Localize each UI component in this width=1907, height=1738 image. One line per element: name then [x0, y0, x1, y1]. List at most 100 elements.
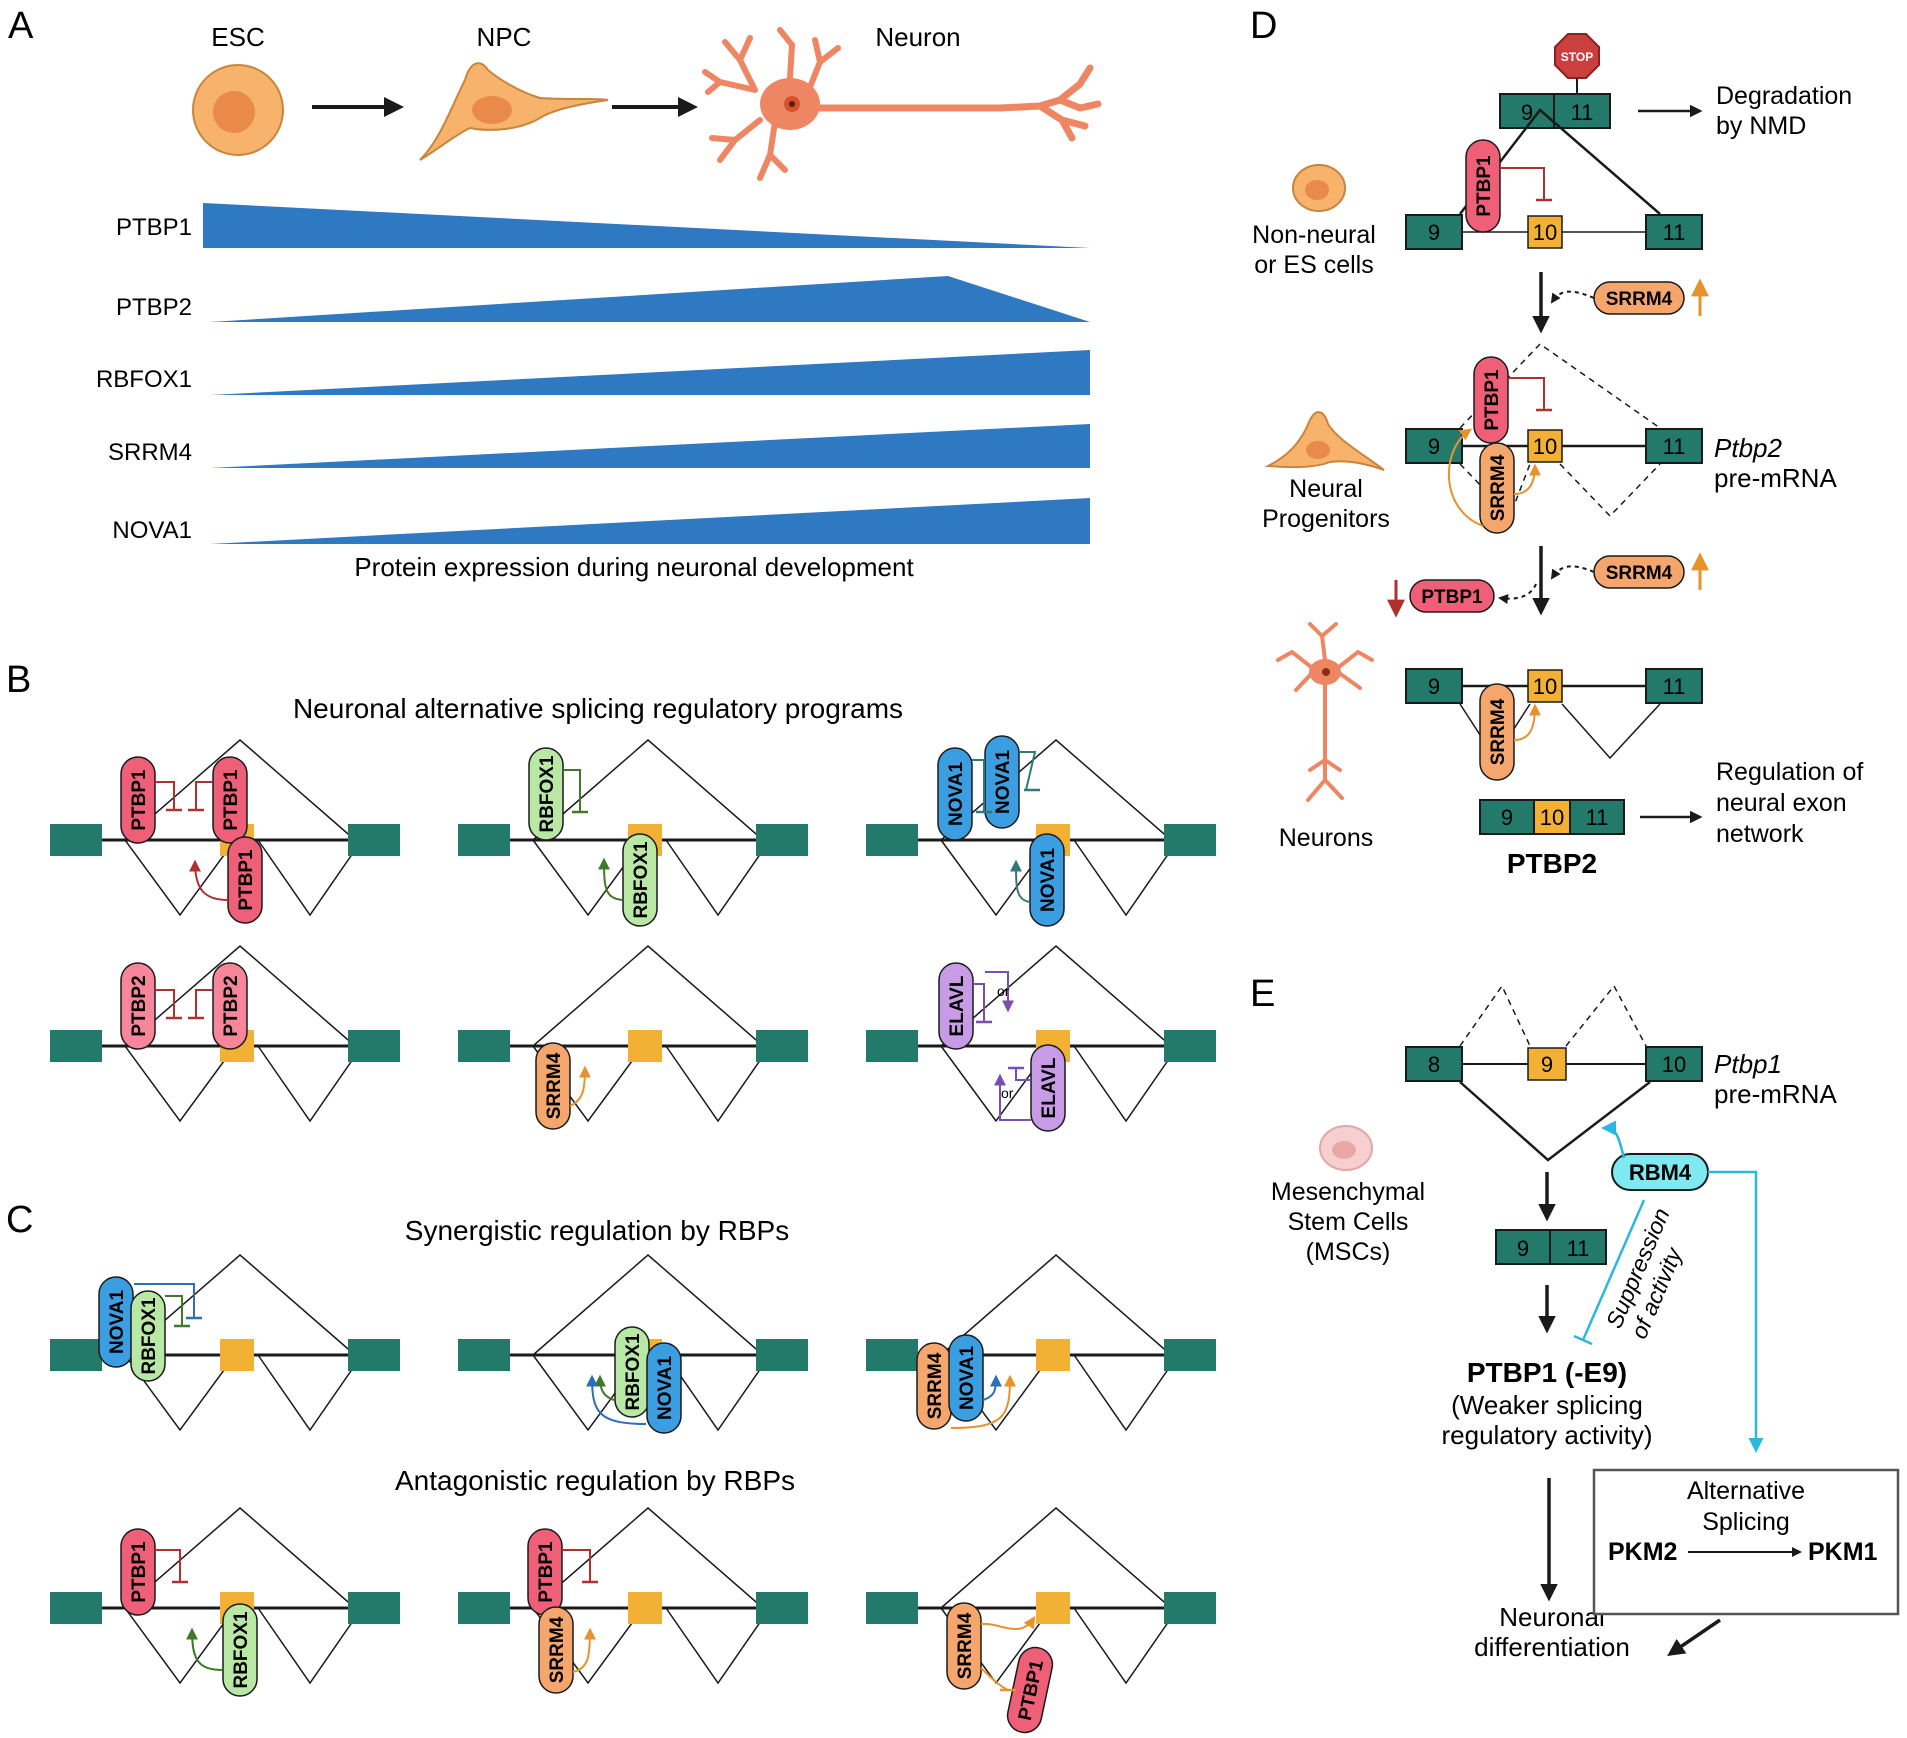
e-exon-9 — [1527, 1047, 1567, 1081]
ptbp1-e9-skipped-exon-11 — [1549, 1229, 1607, 1265]
c3-nova1: NOVA1 — [948, 1334, 984, 1422]
d-row-neurons-exon-10-label: 10 — [1533, 674, 1557, 699]
d2-inhib-line — [1508, 377, 1545, 410]
b1-ptbp1-program-exon-upstream — [50, 824, 102, 856]
d3-act — [1513, 703, 1541, 741]
d3-srrm4-shape — [1479, 683, 1515, 781]
c2-nova1-shape — [646, 1342, 682, 1434]
non-neural-cell-icon — [1292, 164, 1346, 212]
c6-srrm4-ptbp1-antagonism-inclusion-top — [940, 1507, 1172, 1609]
b3-inhib-b — [1019, 751, 1040, 792]
c6-inhib — [980, 1667, 1016, 1692]
b5-srrm4-program — [458, 945, 808, 1123]
b2-inhib-line — [563, 769, 581, 812]
c3-srrm4-nova1-synergy — [866, 1254, 1216, 1432]
b3-inhib-b-line — [1019, 751, 1037, 791]
d2-srrm4-label: SRRM4 — [1488, 454, 1509, 521]
b3-nova1-a: NOVA1 — [937, 747, 973, 841]
b3-nova1-program-exon-upstream — [866, 824, 918, 856]
nmd-exon-9-label: 9 — [1521, 100, 1533, 125]
c5-ptbp1-srrm4-antagonism-alternative-exon — [628, 1592, 662, 1624]
b4-ptbp2-program-junction-left — [124, 1045, 236, 1123]
b6-elavl-program-exon-downstream — [1164, 1030, 1216, 1062]
c1-nova1: NOVA1 — [98, 1276, 134, 1368]
panel-b: B Neuronal alternative splicing regulato… — [6, 659, 1216, 1132]
c4-ptbp1-rbfox1-antagonism-junction-right — [257, 1607, 363, 1685]
b2-rbfox1-program-junction-right — [665, 839, 771, 917]
panel-a: A ESC NPC Neuron PTBP1PTBP2RBFOX1SRRM4NO… — [8, 5, 1102, 582]
c4-ptbp1-rbfox1-antagonism — [50, 1507, 400, 1685]
d-row-progenitors-exon-10 — [1527, 429, 1563, 463]
d2-act-ptbp1 — [1448, 428, 1484, 527]
d1-inhib — [1500, 167, 1552, 202]
c4-ptbp1-rbfox1-antagonism-exon-downstream — [348, 1592, 400, 1624]
d-row-non-neural-exon-11-label: 11 — [1663, 220, 1686, 245]
c6-srrm4-ptbp1-antagonism — [866, 1507, 1216, 1685]
b4-ptbp2-upstream: PTBP2 — [120, 962, 156, 1050]
c6-ptbp1-shape — [1006, 1646, 1054, 1734]
cell-label-npc: NPC — [477, 22, 532, 52]
b6-inhib-b-line — [1015, 1068, 1031, 1081]
pkm1-label: PKM1 — [1808, 1538, 1878, 1566]
panel-c-letter: C — [6, 1199, 33, 1241]
c6-srrm4: SRRM4 — [946, 1602, 982, 1690]
c2-rbfox1-label: RBFOX1 — [623, 1333, 644, 1411]
b3-nova1-c-label: NOVA1 — [1038, 848, 1059, 912]
c6-srrm4-ptbp1-antagonism-alternative-exon — [1036, 1592, 1070, 1624]
d-row-neurons-exon-11 — [1645, 668, 1703, 704]
d-row-progenitors-left-junction — [1459, 463, 1531, 518]
neuron-cell-icon — [702, 27, 1102, 181]
d-row-progenitors-right-junction — [1559, 463, 1661, 518]
c4-rbfox1-shape — [222, 1603, 258, 1697]
c1-inhib-rbfox — [165, 1295, 190, 1328]
c6-inhib-line — [980, 1667, 1009, 1691]
b1-ptbp1-bottom: PTBP1 — [227, 836, 263, 924]
cell-label-neuron: Neuron — [875, 22, 960, 52]
d-row-neurons-exon-9-label: 9 — [1428, 674, 1440, 699]
d-ptbp1-down-pill — [1409, 579, 1495, 613]
gene-label-ptbp1: Ptbp1 pre-mRNA — [1714, 1049, 1837, 1109]
panel-c-title-antagonistic: Antagonistic regulation by RBPs — [395, 1465, 795, 1496]
b5-srrm4: SRRM4 — [535, 1042, 571, 1130]
arrow-box-to-differentiation — [1667, 1618, 1721, 1656]
d-row-non-neural-exon-9-label: 9 — [1428, 220, 1440, 245]
b6-elavl-upstream: ELAVL — [938, 962, 974, 1050]
c5-inhib-line — [562, 1549, 591, 1582]
c5-ptbp1: PTBP1 — [527, 1528, 563, 1616]
b1-inhib-a-line — [155, 781, 175, 810]
d2-inhib — [1508, 377, 1552, 412]
c6-srrm4-ptbp1-antagonism-exon-upstream — [866, 1592, 918, 1624]
neuron-icon — [1276, 622, 1374, 802]
nmd-exon-11-label: 11 — [1571, 100, 1594, 125]
b4-ptbp2-upstream-label: PTBP2 — [129, 975, 150, 1036]
d-row-non-neural-exon-9 — [1405, 214, 1463, 250]
c1-nova1-label: NOVA1 — [107, 1290, 128, 1354]
b3-nova1-c: NOVA1 — [1029, 833, 1065, 927]
d2-act — [1513, 463, 1541, 495]
b3-nova1-a-label: NOVA1 — [946, 762, 967, 826]
c1-rbfox1: RBFOX1 — [130, 1290, 166, 1382]
b4-ptbp2-program-exon-downstream — [348, 1030, 400, 1062]
d2-srrm4: SRRM4 — [1479, 442, 1515, 534]
b3-inhib-a — [972, 759, 992, 814]
c1-rbfox1-label: RBFOX1 — [139, 1297, 160, 1375]
b1-ptbp1-program-exon-downstream — [348, 824, 400, 856]
ptbp1-skipped-exon-9-label: 9 — [1517, 1236, 1529, 1261]
b6-act-a — [985, 971, 1014, 1013]
b4-ptbp2-upstream-shape — [120, 962, 156, 1050]
d-srrm4-up-2: SRRM4 — [1550, 552, 1709, 590]
b6-elavl-program-exon-upstream — [866, 1030, 918, 1062]
b3-act — [1010, 859, 1031, 903]
d-row-non-neural-exon-10-label: 10 — [1533, 220, 1557, 245]
c4-ptbp1-rbfox1-antagonism-inclusion-top — [124, 1507, 356, 1609]
c1-inhib-nova — [134, 1283, 202, 1320]
b1-ptbp1-bottom-label: PTBP1 — [236, 849, 257, 911]
c3-srrm4-nova1-synergy-exon-downstream — [1164, 1339, 1216, 1371]
d-row-neurons-exon-11-label: 11 — [1663, 674, 1686, 699]
